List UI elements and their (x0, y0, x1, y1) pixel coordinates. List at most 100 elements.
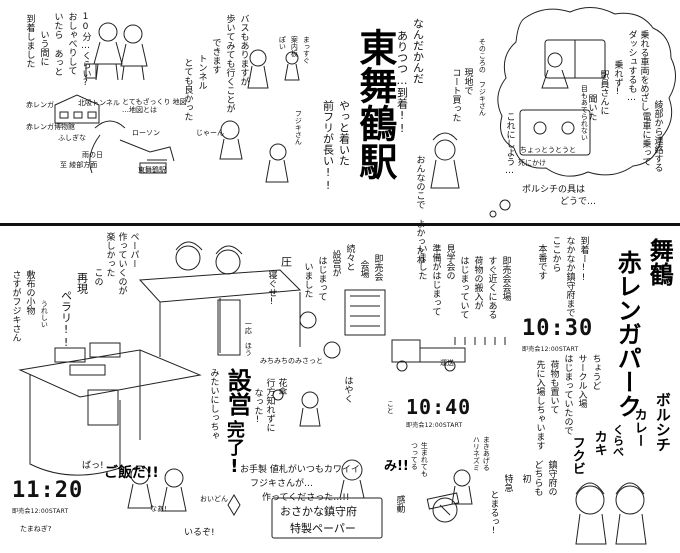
left-c: いたら あっと (52, 12, 63, 76)
map-label-f: 至 綾部方面 (60, 161, 98, 169)
news-c: ペラリ!! (59, 290, 73, 349)
guide-a: まっすぐ (302, 36, 311, 64)
arrive-c: ここから (550, 236, 561, 272)
train-e: 駅員さんに (598, 70, 609, 115)
train-a: 乗れる車両をめざし (638, 30, 649, 111)
sub-a: 生まれても (420, 442, 429, 477)
flower-c: なった! (252, 388, 263, 425)
bag-c: はじまって (316, 256, 327, 301)
flower-b: 行方知れずに (264, 378, 275, 432)
hall-c: 即売会会場 (500, 256, 511, 301)
shop-a: 敷布の小物 (24, 270, 35, 315)
venue-b: 赤レンガパーク (613, 250, 642, 418)
bento-a: 特急 (502, 474, 513, 492)
left-e: 到着しました (24, 14, 35, 68)
map-label-g: 東舞鶴駅 (138, 166, 166, 174)
train-b: ダッシュするも… (626, 30, 637, 103)
news-b: 再現 (75, 272, 89, 294)
truck-sketch (391, 339, 421, 363)
headline-a: なんだかんだ (411, 18, 425, 84)
bag-a: 続々と (344, 244, 355, 271)
gone-b: ご飯だ!! (104, 465, 159, 481)
arrive-b: なかなか鎮守府まで (564, 236, 575, 317)
hall-f: はじまっていて (458, 256, 469, 319)
paper-a: ペーパー (128, 232, 139, 268)
borscht-a: ボルシチ (653, 392, 672, 452)
arrive-a: 到着ー!! (578, 236, 589, 283)
koto: こと (386, 400, 395, 414)
kongou-caption: フジキさん (294, 110, 303, 145)
mi-shout: み!! (384, 459, 409, 474)
bag-b: 設営が (330, 250, 341, 277)
borscht-d: カキ (591, 430, 607, 456)
kandou: 感動 (394, 495, 405, 513)
bus-b: 歩いてみても行くことが (224, 14, 235, 113)
sleep-a: ちょっとうとうと (520, 146, 576, 154)
arrive-d: 本番です (536, 244, 547, 280)
cute-c: 作ってくださった…!! (262, 493, 350, 503)
circle-d: 荷物も置いて (548, 360, 559, 414)
section-divider (0, 223, 680, 226)
arrived-b: 前フリが長い!! (321, 100, 335, 192)
paper-c: 楽しかった (104, 232, 115, 277)
pain-a: 圧 (279, 256, 293, 267)
time-1030: 10:30 (522, 316, 594, 341)
borscht-e: フクビ (569, 436, 585, 475)
map-label-e: 雨の日 (82, 151, 103, 159)
hall-i: いました (416, 244, 427, 280)
hall-b: 会場 (358, 260, 369, 278)
circle-a: ちょうど (590, 354, 601, 390)
outfit-b: コート買った (450, 68, 461, 122)
dead-c: どうで… (560, 197, 597, 207)
lucky-b: おんなのこで よかったね (414, 155, 425, 264)
map-label-i: 赤レンガ博物館 (26, 123, 75, 131)
mou: なあ! (150, 505, 167, 513)
left-d: いう間に (38, 30, 49, 66)
truck-label: 運送 (440, 359, 454, 367)
jyaan: じゃーん (196, 129, 224, 137)
train-d: 目もあてられない (580, 85, 589, 141)
wait-a: 綾部から連絡する (652, 100, 663, 172)
guide-c: ぽい (278, 36, 287, 50)
time-1040-sub: 即売会12:00START (406, 422, 463, 429)
done-b: 完了! (223, 420, 245, 477)
hall-h: 準備がはじまって (430, 244, 441, 316)
ondo: おいどん (200, 495, 228, 503)
time-1120-sub: 即売会12:00START (12, 508, 69, 515)
bus-d: トンネル (196, 54, 207, 90)
map-label-h: とてもざっくり 地図 …地図とは (122, 98, 187, 115)
bus-e: とても良かった (182, 58, 193, 121)
hall-d: すぐ近くにある (486, 256, 497, 319)
ring-b: どちらも (532, 460, 543, 496)
map-sketch (54, 94, 100, 124)
booth-table (138, 269, 302, 303)
bento-b: とまるっ! (488, 490, 499, 536)
character-sketch (98, 22, 118, 42)
headline-b: ありつつ…到着!! (395, 30, 409, 135)
kongou-note: そのころの フジキさん (478, 38, 487, 116)
ring-a: 鎮守府の (546, 460, 557, 496)
left-b: おしゃべりして (66, 12, 77, 75)
station-name: 東舞鶴駅 (352, 28, 397, 180)
sub-b: つってる (410, 442, 419, 470)
lucky-a: これにしよう… (504, 112, 515, 176)
guide-b: 案内板 (290, 36, 299, 57)
circle-c: はじまっていたので (562, 354, 573, 435)
map-label-b: ふしぎな (58, 134, 86, 142)
circle-e: 先に入場しちゃいます (534, 360, 545, 450)
gone-c: いるぞ! (184, 528, 215, 538)
map-label-c: 北吸トンネル (78, 99, 120, 107)
done-a: 設営 (223, 368, 252, 416)
venue-a: 舞鶴 (645, 238, 674, 286)
news-d: うれしい (40, 300, 49, 328)
train-f: 聞いた (586, 94, 597, 121)
left-a: 10分…くらい? (80, 12, 91, 88)
shop-b: さすがフジキさん (10, 270, 21, 342)
dead-b: ポルシチの具は (522, 185, 586, 195)
neko-b: ハリネズミ (472, 436, 481, 471)
news-a: この (92, 268, 103, 286)
bento-c: 初 (520, 474, 531, 483)
thought-cloud (497, 7, 676, 177)
time-1040: 10:40 (406, 395, 472, 419)
